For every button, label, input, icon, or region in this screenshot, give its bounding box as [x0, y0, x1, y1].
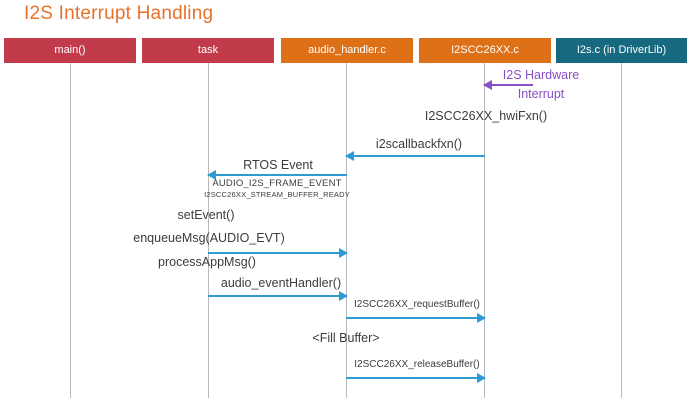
lifeline-audio-handler [346, 63, 347, 398]
label-i2s-hardware-interrupt-line1: I2S Hardware [502, 68, 580, 82]
lane-header-audio-handler: audio_handler.c [281, 38, 413, 63]
label-hwi-fxn: I2SCC26XX_hwiFxn() [424, 109, 548, 123]
arrow-enqueue-msg [208, 248, 348, 258]
label-process-app-msg: processAppMsg() [158, 255, 256, 269]
arrowhead-icon [345, 151, 354, 161]
label-audio-event-handler: audio_eventHandler() [220, 276, 342, 290]
arrow-audio-event-handler [208, 291, 348, 301]
arrowhead-icon [477, 373, 486, 383]
arrow-request-buffer [346, 313, 486, 323]
page-title: I2S Interrupt Handling [24, 3, 214, 24]
lane-header-i2scc26xx: I2SCC26XX.c [419, 38, 551, 63]
arrowhead-icon [339, 291, 348, 301]
lifeline-task [208, 63, 209, 398]
arrowhead-icon [483, 80, 492, 90]
label-i2s-hardware-interrupt-line2: Interrupt [517, 87, 565, 101]
label-rtos-event: RTOS Event [243, 158, 313, 172]
arrowhead-icon [339, 248, 348, 258]
arrow-rtos-event [207, 170, 347, 180]
lifeline-main [70, 63, 71, 398]
lane-header-task: task [142, 38, 274, 63]
lane-header-i2s-driverlib: I2s.c (in DriverLib) [556, 38, 687, 63]
arrow-i2s-hardware-interrupt [483, 80, 533, 90]
lane-header-main: main() [4, 38, 136, 63]
lifeline-i2s-driverlib [621, 63, 622, 398]
arrowhead-icon [207, 170, 216, 180]
label-fill-buffer: <Fill Buffer> [312, 331, 380, 345]
label-set-event: setEvent() [177, 208, 235, 222]
arrow-i2s-callback [345, 151, 485, 161]
label-release-buffer: I2SCC26XX_releaseBuffer() [354, 359, 480, 370]
label-i2s-callback: i2scallbackfxn() [375, 137, 463, 151]
label-rtos-event-detail-2: I2SCC26XX_STREAM_BUFFER_READY [204, 190, 350, 199]
label-rtos-event-detail-1: AUDIO_I2S_FRAME_EVENT [212, 178, 342, 189]
label-request-buffer: I2SCC26XX_requestBuffer() [354, 299, 480, 310]
arrowhead-icon [477, 313, 486, 323]
lifeline-i2scc26xx [484, 63, 485, 398]
label-enqueue-msg: enqueueMsg(AUDIO_EVT) [133, 231, 285, 245]
arrow-release-buffer [346, 373, 486, 383]
